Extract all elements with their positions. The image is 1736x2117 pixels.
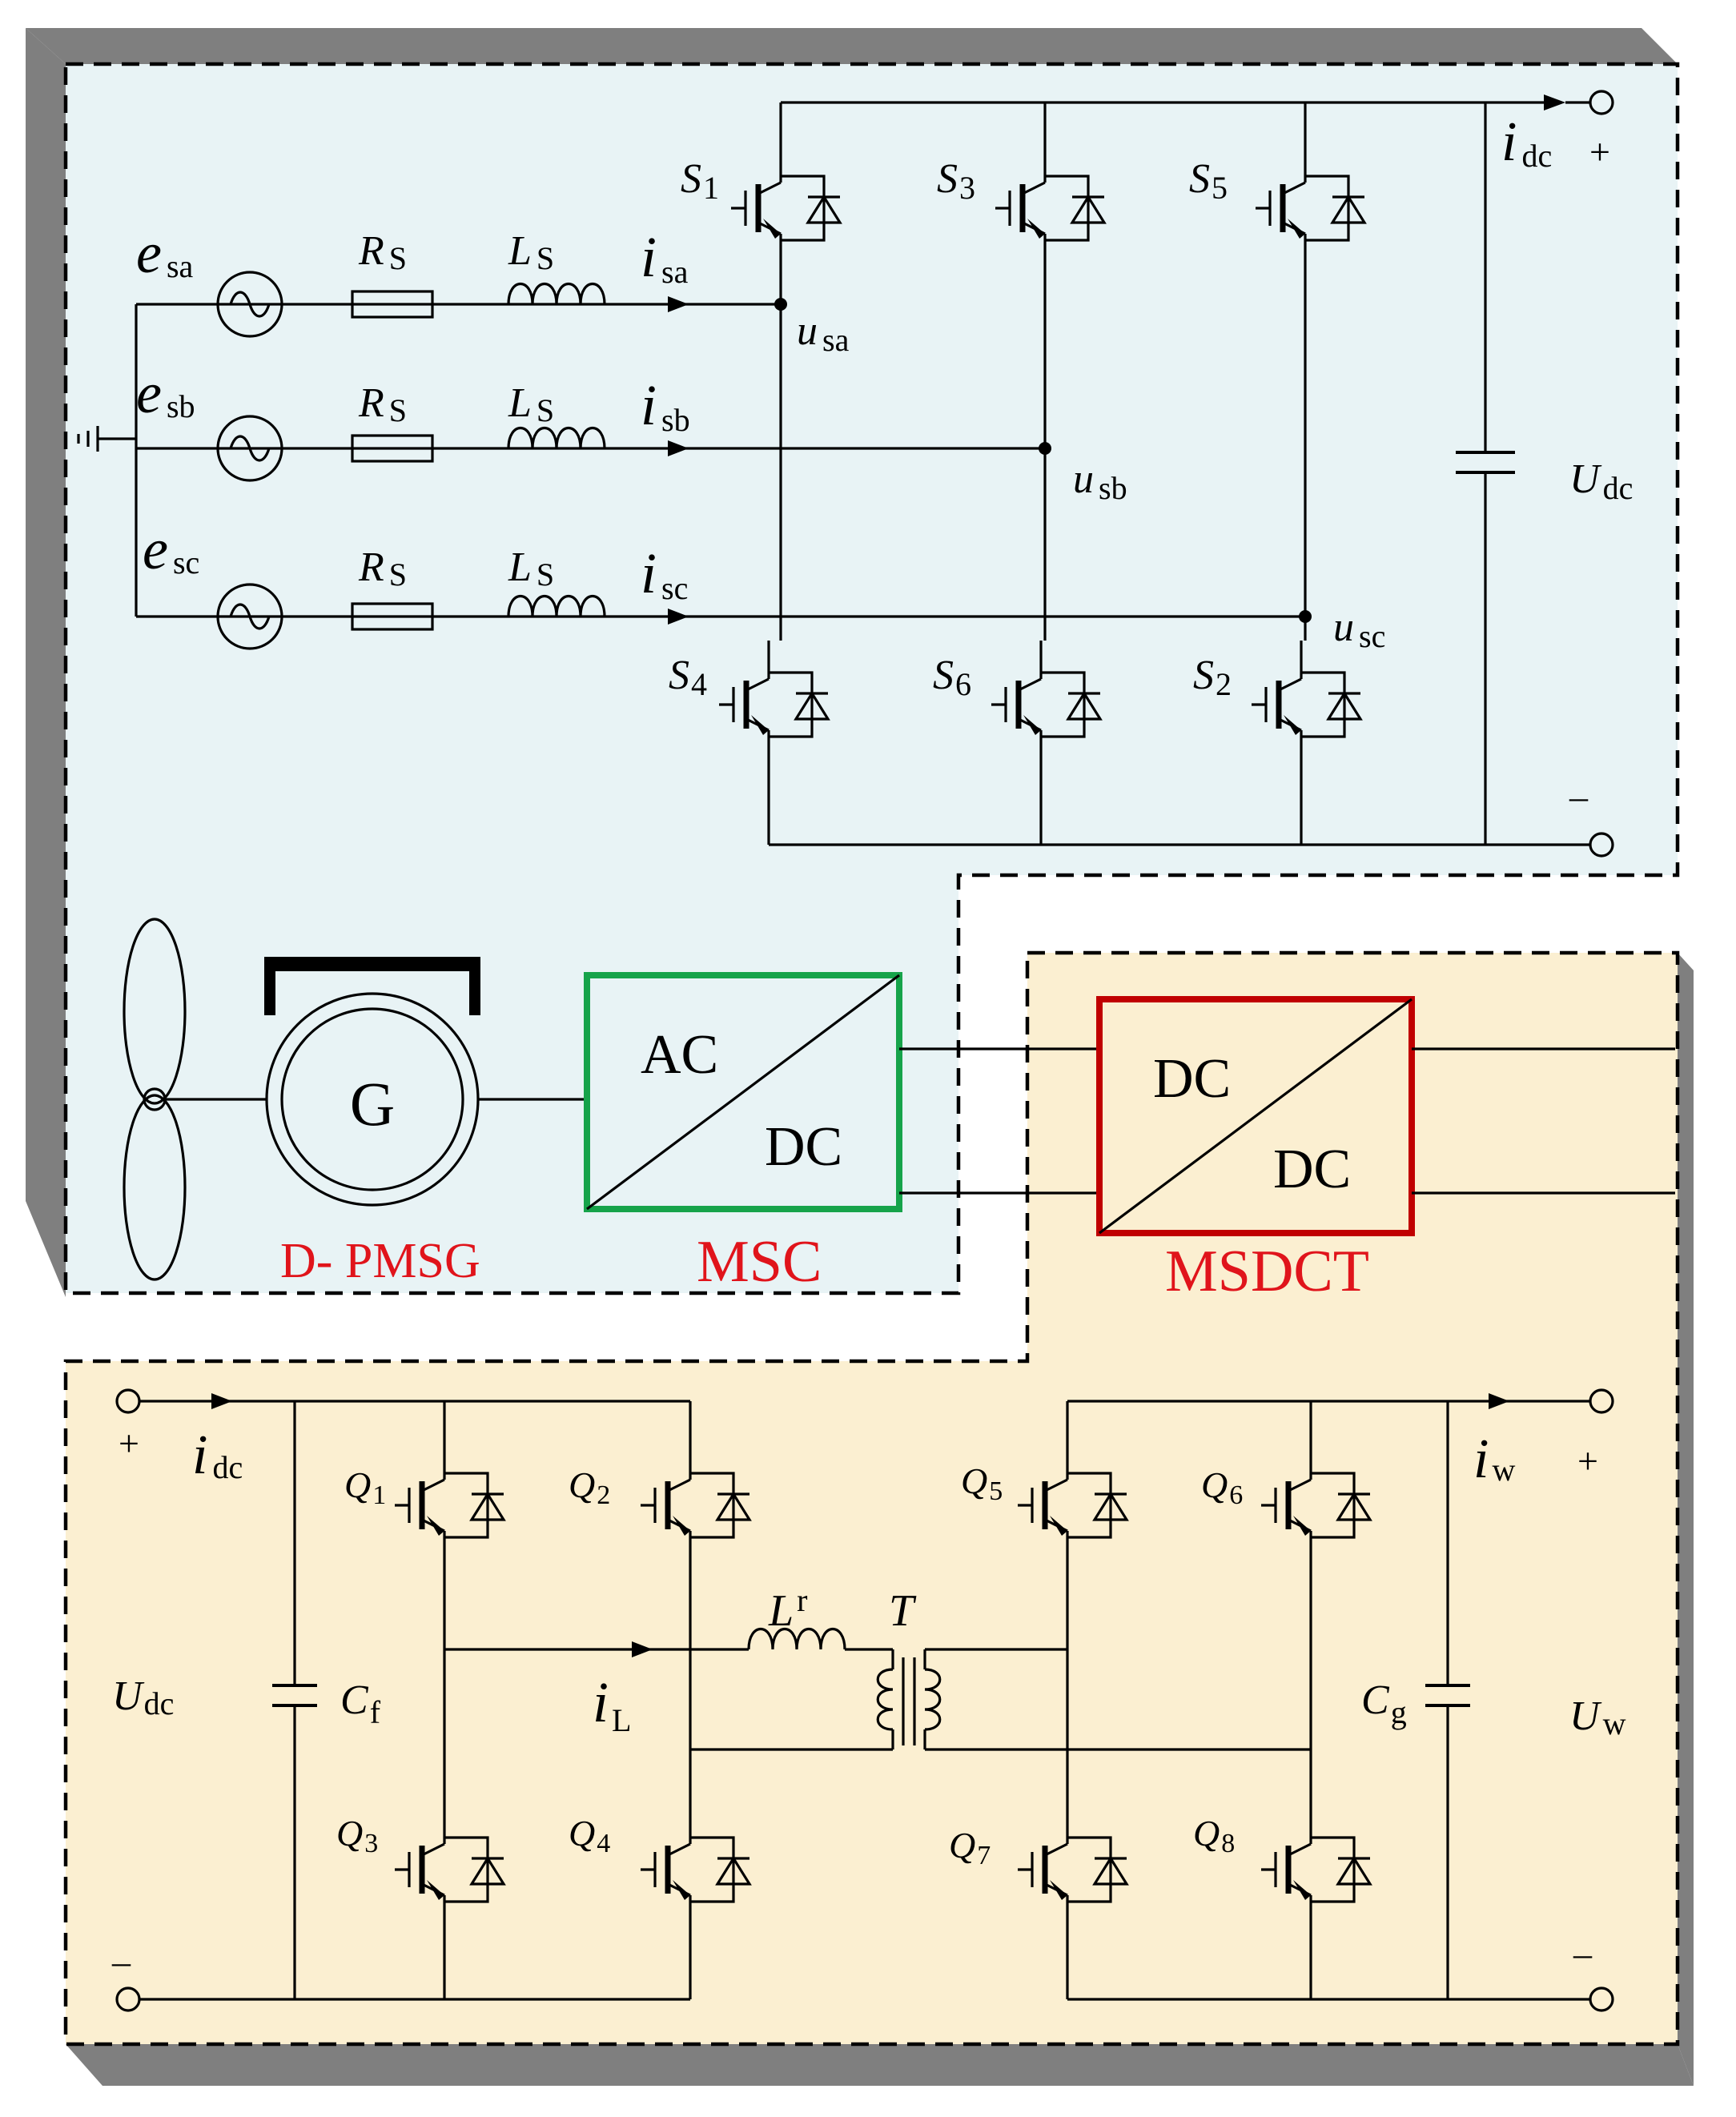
- svg-text:S5: S5: [1189, 156, 1228, 206]
- svg-text:S1: S1: [681, 156, 719, 206]
- svg-text:iw: iw: [1473, 1428, 1515, 1490]
- svg-text:Q6: Q6: [1201, 1464, 1243, 1510]
- bottom-shadow-bottom: [66, 2044, 1694, 2086]
- svg-text:Cf: Cf: [340, 1677, 381, 1730]
- panel-backgrounds: [26, 28, 1694, 2086]
- svg-text:–: –: [1573, 1933, 1593, 1974]
- svg-text:G: G: [350, 1069, 395, 1139]
- svg-text:Q4: Q4: [569, 1813, 610, 1858]
- svg-text:idc: idc: [192, 1424, 243, 1486]
- svg-text:S2: S2: [1193, 653, 1232, 702]
- svg-text:isc: isc: [641, 541, 688, 606]
- svg-text:DC: DC: [1273, 1139, 1351, 1200]
- svg-text:–: –: [1569, 776, 1589, 817]
- svg-text:MSC: MSC: [697, 1229, 822, 1295]
- bottom-panel: [66, 953, 1678, 2044]
- svg-text:S6: S6: [933, 653, 971, 702]
- svg-text:usb: usb: [1073, 456, 1127, 506]
- top-shadow: [26, 28, 66, 1297]
- svg-text:S3: S3: [937, 156, 975, 206]
- svg-text:idc: idc: [1501, 111, 1552, 174]
- three-phase-rectifier: [77, 90, 1614, 858]
- msc-block: AC DC: [584, 972, 902, 1212]
- ground-icon: [77, 426, 136, 452]
- svg-text:isb: isb: [641, 373, 690, 438]
- svg-text:DC: DC: [1153, 1048, 1231, 1110]
- svg-text:S4: S4: [669, 653, 707, 702]
- svg-text:Q3: Q3: [336, 1813, 378, 1858]
- svg-text:Q7: Q7: [949, 1825, 991, 1870]
- svg-text:esa: esa: [136, 221, 194, 285]
- svg-text:RS: RS: [358, 228, 407, 276]
- top-shadow-top: [26, 28, 1678, 64]
- svg-text:+: +: [119, 1423, 139, 1464]
- svg-text:LS: LS: [508, 380, 554, 428]
- svg-text:Q8: Q8: [1193, 1813, 1235, 1858]
- svg-text:LS: LS: [508, 228, 554, 276]
- svg-text:RS: RS: [358, 544, 407, 593]
- svg-text:usc: usc: [1333, 605, 1385, 654]
- dual-active-bridge: [115, 1388, 1614, 2012]
- svg-text:RS: RS: [358, 380, 407, 428]
- svg-text:+: +: [1589, 131, 1610, 172]
- svg-text:AC: AC: [641, 1024, 718, 1086]
- svg-text:DC: DC: [765, 1116, 842, 1178]
- transformer-icon: [876, 1657, 942, 1745]
- svg-text:T: T: [889, 1586, 917, 1636]
- svg-text:isa: isa: [641, 225, 689, 290]
- svg-text:Udc: Udc: [1569, 456, 1633, 506]
- power-chain: G AC DC DC DC D- PMSG MSC MSDCT: [123, 918, 1675, 1304]
- svg-text:esb: esb: [136, 361, 195, 425]
- svg-text:Q1: Q1: [344, 1464, 386, 1510]
- svg-text:Lr: Lr: [768, 1582, 807, 1636]
- svg-text:usa: usa: [797, 308, 850, 358]
- svg-text:Q2: Q2: [569, 1464, 610, 1510]
- svg-text:iL: iL: [593, 1670, 631, 1738]
- top-panel: [66, 64, 1678, 1293]
- svg-text:MSDCT: MSDCT: [1165, 1239, 1369, 1304]
- svg-text:esc: esc: [143, 517, 199, 581]
- svg-text:Q5: Q5: [961, 1460, 1003, 1506]
- bottom-shadow-right: [1678, 953, 1694, 2086]
- svg-text:D- PMSG: D- PMSG: [280, 1234, 480, 1288]
- svg-text:–: –: [111, 1941, 131, 1982]
- svg-text:Udc: Udc: [112, 1673, 174, 1721]
- msdct-block: DC DC: [1096, 996, 1415, 1236]
- svg-text:Cg: Cg: [1361, 1677, 1407, 1730]
- turbine-blades-icon: [123, 918, 187, 1281]
- svg-text:LS: LS: [508, 544, 554, 593]
- svg-text:+: +: [1577, 1440, 1598, 1481]
- svg-text:Uw: Uw: [1569, 1693, 1626, 1741]
